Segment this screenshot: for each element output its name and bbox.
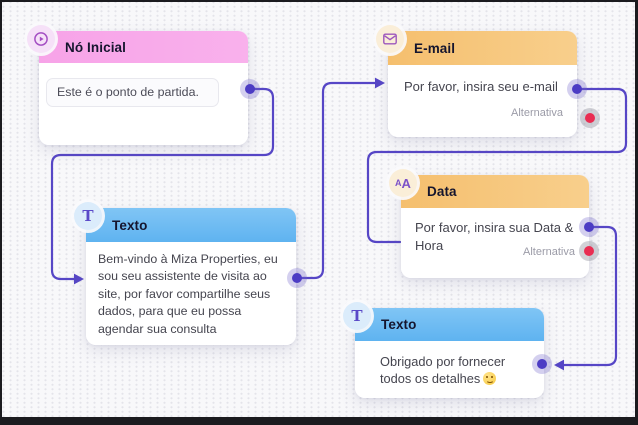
message-line: Bem-vindo à Miza Properties, eu xyxy=(98,252,278,266)
node-text-thanks[interactable]: T Texto Obrigado por fornecer todos os d… xyxy=(343,302,544,398)
node-text-welcome-body: Bem-vindo à Miza Properties, eu sou seu … xyxy=(86,242,296,345)
connector-start-to-welcome[interactable] xyxy=(50,87,275,285)
node-text-thanks-header: T Texto xyxy=(343,302,544,341)
node-title: Nó Inicial xyxy=(65,39,127,55)
node-title: Texto xyxy=(381,317,417,332)
alternative-label: Alternativa xyxy=(523,246,575,258)
date-prompt-line: Hora xyxy=(415,238,444,253)
message-line: sou seu assistente de visita ao xyxy=(98,269,267,284)
node-email-header: E-mail xyxy=(376,25,577,65)
text-icon: T xyxy=(343,302,371,330)
node-text-thanks-body: Obrigado por fornecer todos os detalhes xyxy=(355,341,544,398)
play-circle-icon xyxy=(27,25,55,53)
message-line: dados, para que eu possa xyxy=(98,304,242,319)
port-email-output[interactable] xyxy=(567,79,587,99)
node-text-welcome-header: T Texto xyxy=(74,202,296,242)
alternative-label: Alternativa xyxy=(511,107,563,120)
node-email-body: Por favor, insira seu e-mail Alternativa xyxy=(388,65,577,137)
port-email-alternative[interactable] xyxy=(580,108,600,128)
node-text-welcome[interactable]: T Texto Bem-vindo à Miza Properties, eu … xyxy=(74,202,296,345)
node-start[interactable]: Nó Inicial Este é o ponto de partida. xyxy=(27,25,248,145)
arrowhead xyxy=(375,77,385,89)
arrowhead xyxy=(74,273,84,285)
node-date-body: Por favor, insira sua Data & Hora Altern… xyxy=(401,208,589,278)
message-line: Obrigado por fornecer xyxy=(380,354,506,369)
port-welcome-output[interactable] xyxy=(287,268,307,288)
arrowhead xyxy=(554,359,564,371)
start-message-value: Este é o ponto de partida. xyxy=(57,84,199,99)
text-icon: T xyxy=(74,202,102,230)
smiley-emoji xyxy=(483,372,497,386)
port-date-output[interactable] xyxy=(579,217,599,237)
port-thanks-input[interactable] xyxy=(532,354,552,374)
connector-date-to-thanks[interactable] xyxy=(554,225,618,371)
message-line: site, por favor compartilhe seus xyxy=(98,286,271,301)
node-start-header: Nó Inicial xyxy=(27,25,248,63)
node-start-body: Este é o ponto de partida. xyxy=(39,78,248,145)
node-title: E-mail xyxy=(414,40,456,56)
message-line: todos os detalhes xyxy=(380,370,536,387)
connector-welcome-to-email[interactable] xyxy=(298,77,385,280)
port-date-alternative[interactable] xyxy=(579,241,599,261)
node-title: Data xyxy=(427,184,457,199)
port-start-output[interactable] xyxy=(240,79,260,99)
message-line: agendar sua consulta xyxy=(98,321,217,336)
envelope-icon xyxy=(376,25,404,53)
node-email[interactable]: E-mail Por favor, insira seu e-mail Alte… xyxy=(376,25,577,137)
start-message-field[interactable]: Este é o ponto de partida. xyxy=(46,78,219,107)
node-title: Texto xyxy=(112,217,148,233)
email-prompt: Por favor, insira seu e-mail xyxy=(404,79,558,94)
date-prompt-line: Por favor, insira sua Data & xyxy=(415,220,574,235)
connector-email-to-date[interactable] xyxy=(366,87,628,244)
